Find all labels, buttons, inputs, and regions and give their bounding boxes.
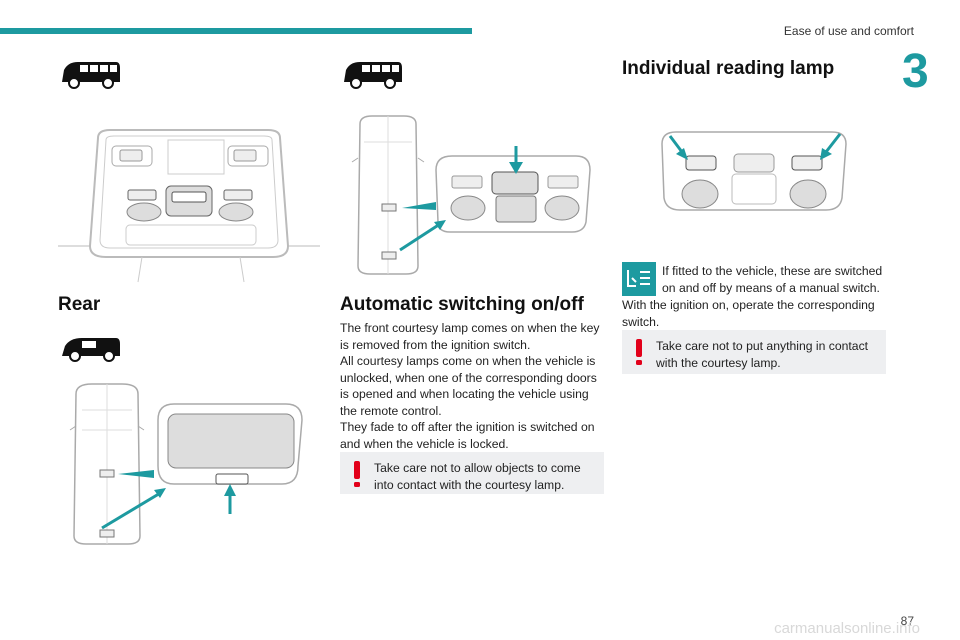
automatic-paragraph-1: The front courtesy lamp comes on when th… [340,321,600,352]
warning-icon [354,461,360,487]
automatic-paragraph-2: All courtesy lamps come on when the vehi… [340,354,597,418]
page-number: 87 [900,614,914,628]
reading-warning-text: Take care not to put anything in contact… [656,339,869,370]
reading-info-text: If fitted to the vehicle, these are swit… [662,264,883,295]
automatic-switching-heading: Automatic switching on/off [340,294,584,315]
reading-lamp-heading: Individual reading lamp [622,58,835,79]
automatic-warning-note: Take care not to allow objects to come i… [340,452,604,494]
rear-heading: Rear [58,294,101,315]
van-icon [344,62,402,89]
rear-lamp-figure [69,383,303,545]
automatic-lamp-figure [351,115,591,275]
info-icon [622,262,656,296]
front-console-figure [58,129,320,283]
section-title: Ease of use and comfort [783,24,914,38]
watermark: carmanualsonline.info [774,620,920,637]
automatic-warning-text: Take care not to allow objects to come i… [374,461,581,492]
header-accent-bar [0,28,472,34]
warning-icon [636,339,642,365]
chapter-number: 3 [902,45,929,98]
van-icon [62,338,120,362]
reading-warning-note: Take care not to put anything in contact… [622,330,886,374]
automatic-paragraph-3: They fade to off after the ignition is s… [340,420,595,451]
reading-paragraph: With the ignition on, operate the corres… [622,298,875,329]
reading-lamp-figure [661,131,847,211]
van-icon [62,62,120,89]
